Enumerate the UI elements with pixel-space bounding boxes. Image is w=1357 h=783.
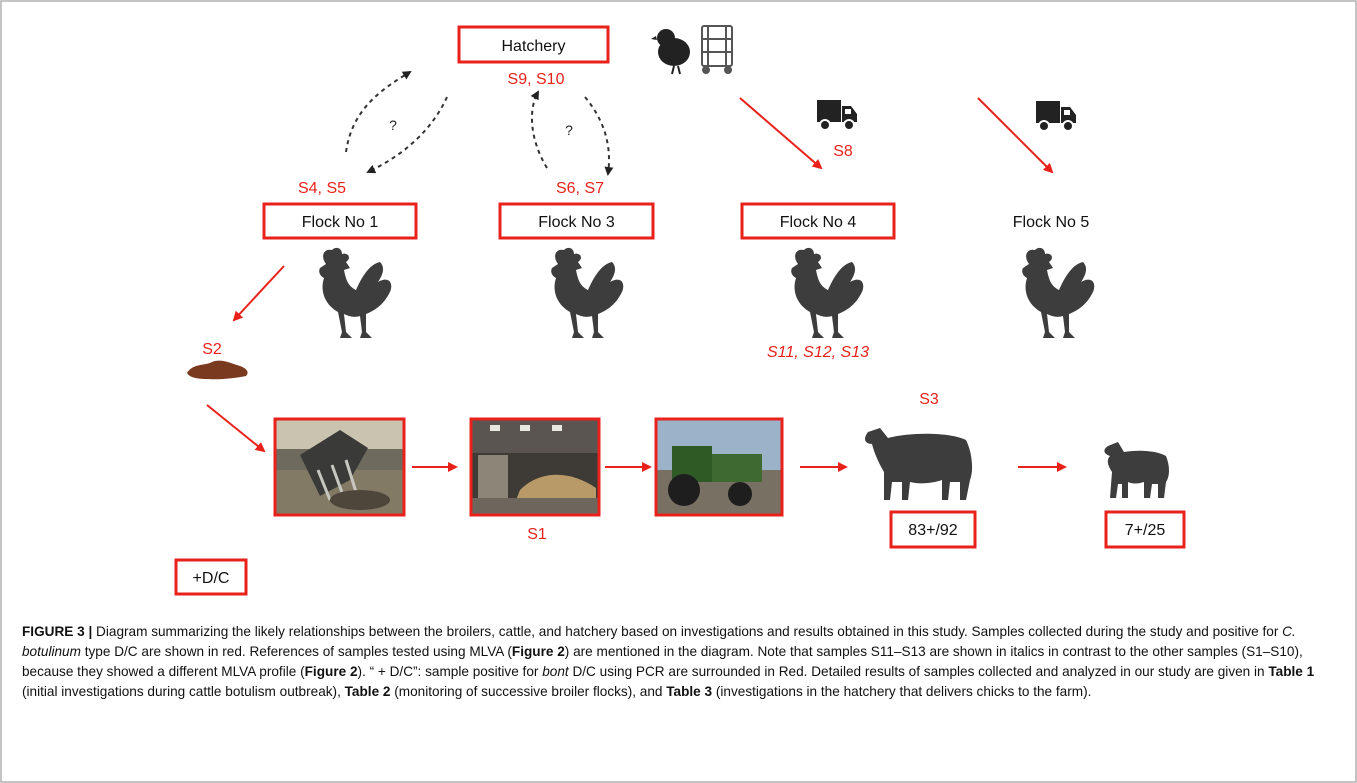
- table-3-link[interactable]: Table 3: [666, 684, 713, 699]
- caption-text: Diagram summarizing the likely relations…: [92, 624, 1283, 639]
- legend-box: [174, 558, 248, 596]
- truck-sample-label: S8: [833, 143, 853, 160]
- dashed-arrow-hatchery-to-flock3: [584, 96, 614, 176]
- manure-sample: S2: [202, 341, 222, 358]
- figure-caption: FIGURE 3 | Diagram summarizing the likel…: [22, 622, 1340, 702]
- flock3-samples: S6, S7: [556, 180, 604, 197]
- chick-icon: [651, 29, 690, 75]
- calf-icon: [1104, 442, 1169, 498]
- hatchery-box: [457, 25, 610, 64]
- figure-2-link[interactable]: Figure 2: [304, 664, 358, 679]
- cow-count-box: [889, 510, 977, 549]
- calf-count: 7+/25: [1125, 522, 1166, 539]
- caption-text: type D/C are shown in red. References of…: [80, 644, 512, 659]
- dashed-arrow-hatchery-to-flock1: [366, 96, 448, 174]
- question-mark-1: ?: [389, 117, 397, 133]
- cow-icon: [865, 428, 973, 500]
- tractor-photo: [654, 417, 784, 517]
- red-arrow-to-flock4: [739, 97, 823, 170]
- caption-text: ) are mentioned in the diagram. Note tha…: [22, 644, 1303, 679]
- barn-sample: S1: [527, 526, 547, 543]
- flock4-samples-italic: S11, S12, S13: [767, 344, 869, 361]
- trolley-icon: [701, 25, 733, 74]
- flock1-samples: S4, S5: [298, 180, 346, 197]
- cow-count: 83+/92: [908, 522, 957, 539]
- dashed-arrow-flock3-to-hatchery: [530, 90, 548, 169]
- cow-sample: S3: [919, 391, 939, 408]
- caption-text: (monitoring of successive broiler flocks…: [390, 684, 667, 699]
- manure-icon: [187, 360, 248, 380]
- red-arrow-manure-to-photo1: [206, 404, 266, 453]
- red-arrow-flock1-to-manure: [232, 265, 285, 322]
- caption-species: C. botulinum: [22, 624, 1296, 659]
- red-arrow-to-flock5: [977, 97, 1054, 174]
- table-1-link[interactable]: Table 1: [1268, 664, 1315, 679]
- flock1-label: Flock No 1: [302, 214, 379, 231]
- figure-2-link[interactable]: Figure 2: [511, 644, 565, 659]
- caption-gene: bont: [542, 664, 569, 679]
- grab-bucket-photo: [273, 417, 406, 517]
- hatchery-label: Hatchery: [501, 38, 565, 55]
- flock5-label: Flock No 5: [1013, 214, 1090, 231]
- caption-text: (initial investigations during cattle bo…: [22, 684, 345, 699]
- table-2-link[interactable]: Table 2: [344, 684, 391, 699]
- flock1-box: [262, 202, 418, 240]
- flock3-box: [498, 202, 655, 240]
- caption-text: D/C using PCR are surrounded in Red. Det…: [568, 664, 1269, 679]
- caption-text: ). “ + D/C”: sample positive for: [357, 664, 543, 679]
- flock4-box: [740, 202, 896, 240]
- barn-photo: [469, 417, 601, 517]
- flock4-label: Flock No 4: [780, 214, 857, 231]
- legend-label: +D/C: [193, 570, 230, 587]
- flock3-label: Flock No 3: [538, 214, 615, 231]
- hatchery-samples: S9, S10: [508, 71, 565, 88]
- figure-label: FIGURE 3 |: [22, 624, 93, 639]
- calf-count-box: [1104, 510, 1186, 549]
- question-mark-2: ?: [565, 122, 573, 138]
- caption-text: (investigations in the hatchery that del…: [712, 684, 1092, 699]
